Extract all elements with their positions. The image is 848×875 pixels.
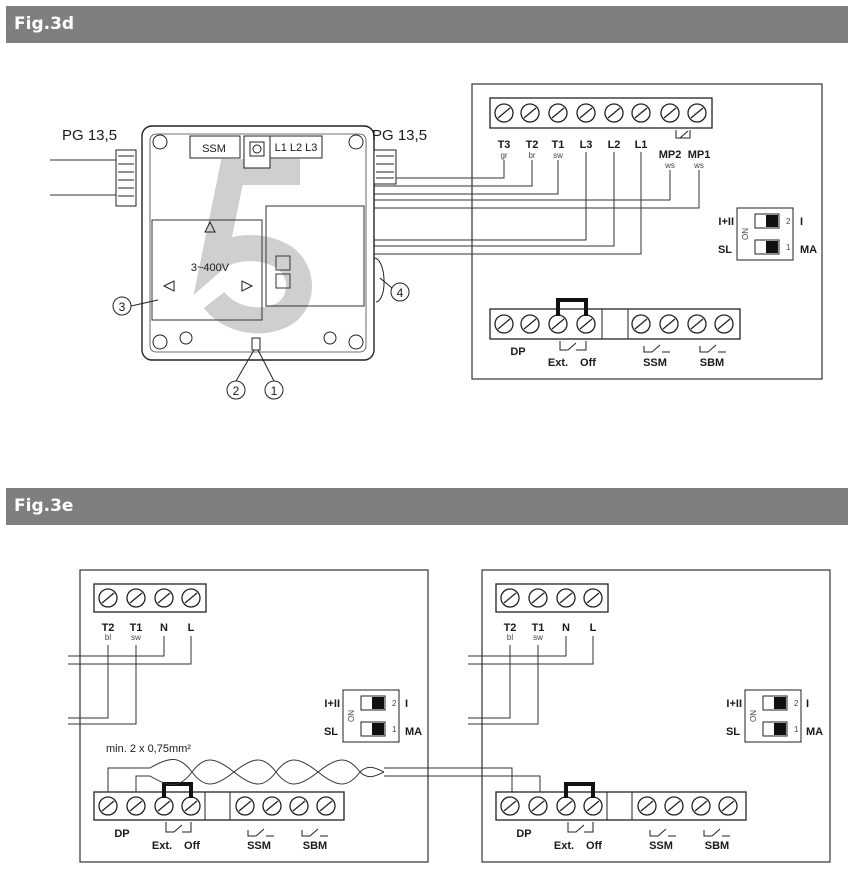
pg-left-label: PG 13,5: [62, 127, 117, 144]
terminal-label-mp1: MP1: [688, 149, 711, 161]
terminal-label-n: N: [160, 622, 168, 634]
dip-num-2: 2: [786, 217, 791, 226]
fig3e-left-box: [79, 569, 429, 863]
dip-label-i: I: [800, 216, 803, 228]
cable-spec-label: min. 2 x 0,75mm²: [106, 743, 191, 755]
callout-3: 3: [119, 300, 126, 314]
dip-num-1: 1: [392, 725, 397, 734]
terminal-screw: [548, 103, 568, 123]
label-ssm: SSM: [247, 840, 271, 852]
terminal-label-t1: T1: [130, 622, 143, 634]
dip-label-i-ii: I+II: [324, 698, 340, 710]
device-voltage-label: 3~400V: [191, 262, 230, 274]
dip-label-i-ii: I+II: [726, 698, 742, 710]
dip-on-label: ON: [347, 710, 356, 722]
dip-num-2: 2: [392, 699, 397, 708]
ext-off-jumper: [556, 298, 588, 316]
cable-gland-right: [373, 149, 397, 185]
terminal-sub-gr: gr: [500, 151, 507, 160]
terminal-label-t1: T1: [552, 139, 565, 151]
label-off: Off: [580, 357, 596, 369]
terminal-label-l2: L2: [608, 139, 621, 151]
dip-label-ma: MA: [405, 726, 422, 738]
fig3d-control-box: [471, 83, 823, 380]
device-ssm-label: SSM: [202, 143, 226, 155]
terminal-label-l: L: [188, 622, 195, 634]
terminal-screw: [576, 103, 596, 123]
terminal-sub-ws: ws: [693, 161, 704, 170]
twisted-pair-cable: [107, 759, 541, 792]
pg-right-label: PG 13,5: [372, 127, 427, 144]
fig-3d-title: Fig.3d: [14, 14, 75, 34]
label-dp: DP: [510, 346, 525, 358]
terminal-label-l1: L1: [635, 139, 648, 151]
terminal-sub-bl: bl: [105, 633, 111, 642]
device-l123-label: L1 L2 L3: [275, 142, 318, 154]
terminal-sub-br: br: [528, 151, 535, 160]
terminal-label-n: N: [562, 622, 570, 634]
terminal-label-mp2: MP2: [659, 149, 682, 161]
dip-num-1: 1: [786, 243, 791, 252]
terminal-screw: [494, 103, 514, 123]
terminal-label-l3: L3: [580, 139, 593, 151]
label-off: Off: [184, 840, 200, 852]
label-ext: Ext.: [548, 357, 568, 369]
terminal-screw: [687, 103, 707, 123]
dip-on-label: ON: [741, 228, 750, 240]
dip-label-sl: SL: [324, 726, 338, 738]
label-dp: DP: [114, 828, 129, 840]
terminal-sub-sw: sw: [533, 633, 543, 642]
callout-1: 1: [271, 384, 278, 398]
terminal-screw: [631, 103, 651, 123]
callout-4: 4: [397, 286, 404, 300]
label-sbm: SBM: [303, 840, 327, 852]
terminal-sub-ws: ws: [664, 161, 675, 170]
label-off: Off: [586, 840, 602, 852]
dip-label-ma: MA: [800, 244, 817, 256]
cable-gland-left: [50, 149, 137, 207]
dip-num-2: 2: [794, 699, 799, 708]
terminal-screw: [520, 103, 540, 123]
fig-3d-header: Fig.3d: [6, 6, 848, 43]
dip-label-i: I: [806, 698, 809, 710]
terminal-label-t2: T2: [526, 139, 539, 151]
terminal-label-t2: T2: [504, 622, 517, 634]
label-ext: Ext.: [554, 840, 574, 852]
dip-label-sl: SL: [726, 726, 740, 738]
label-ext: Ext.: [152, 840, 172, 852]
label-sbm: SBM: [705, 840, 729, 852]
dip-label-i: I: [405, 698, 408, 710]
fig-3e-title: Fig.3e: [14, 496, 74, 516]
fig-3e-header: Fig.3e: [6, 488, 848, 525]
terminal-label-l: L: [590, 622, 597, 634]
terminal-label-t3: T3: [498, 139, 511, 151]
label-dp: DP: [516, 828, 531, 840]
terminal-sub-bl: bl: [507, 633, 513, 642]
dip-label-sl: SL: [718, 244, 732, 256]
label-ssm: SSM: [649, 840, 673, 852]
label-sbm: SBM: [700, 357, 724, 369]
dip-label-i-ii: I+II: [718, 216, 734, 228]
terminal-label-t2: T2: [102, 622, 115, 634]
dip-on-label: ON: [749, 710, 758, 722]
dip-label-ma: MA: [806, 726, 823, 738]
fig3e-right-box: [481, 569, 831, 863]
callout-2: 2: [233, 384, 240, 398]
terminal-sub-sw: sw: [553, 151, 563, 160]
terminal-screw: [660, 103, 680, 123]
label-ssm: SSM: [643, 357, 667, 369]
fig3d-device-housing: [141, 125, 385, 361]
terminal-screw: [604, 103, 624, 123]
dip-num-1: 1: [794, 725, 799, 734]
terminal-label-t1: T1: [532, 622, 545, 634]
terminal-sub-sw: sw: [131, 633, 141, 642]
